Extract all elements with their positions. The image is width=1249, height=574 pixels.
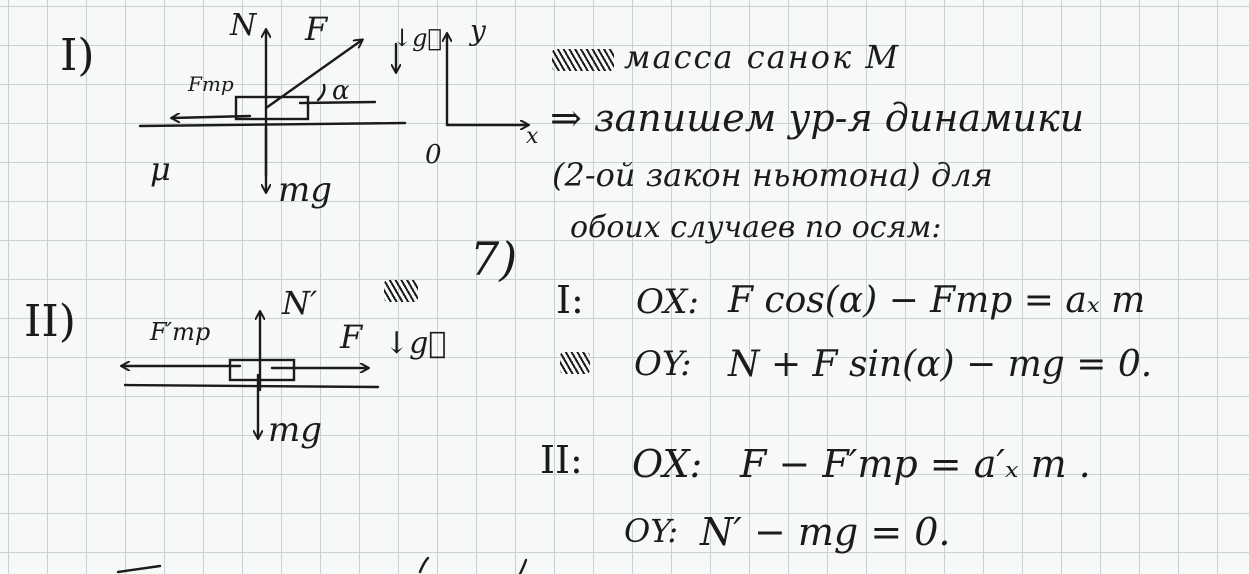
eq-case2-ox: F − F′тр = a′ₓ m . <box>740 442 1091 486</box>
angle-baseline <box>298 100 377 105</box>
applied-force-arrow-1 <box>264 40 362 110</box>
eq-case1-oy: N + F sin(α) − mg = 0. <box>728 344 1153 385</box>
eq-case2-oy: N′ − mg = 0. <box>700 510 951 554</box>
applied-force-label-1: F <box>305 10 328 48</box>
normal-force-label-1: N <box>230 8 257 43</box>
angle-mark <box>316 83 326 102</box>
friction-label-2: F′тр <box>150 318 211 346</box>
partial-strokes <box>116 556 528 574</box>
friction-arrow-1 <box>172 116 252 118</box>
y-axis-label: y <box>470 14 486 47</box>
sled-box-2 <box>228 358 296 382</box>
note-line-1: масса санок M <box>552 38 900 76</box>
normal-force-label-2: N′ <box>282 284 318 322</box>
note-line-4: обоих случаев по осям: <box>570 210 942 245</box>
weight-label-2: mg <box>268 410 323 450</box>
note-line-2: ⇒ запишем ур-я динамики <box>550 96 1085 140</box>
note-line-1-text: масса санок M <box>624 38 901 76</box>
ground-line-1 <box>138 121 407 128</box>
angle-label: α <box>332 76 350 106</box>
x-axis-label: x <box>526 124 539 149</box>
case1-label: I) <box>60 30 95 81</box>
origin-label: 0 <box>425 140 442 170</box>
side-mark: 7) <box>470 232 518 286</box>
eq-case1-oy-axis: OY: <box>634 344 692 384</box>
eq-case2-ox-axis: OX: <box>632 442 703 486</box>
eq-case2-oy-axis: OY: <box>624 512 679 550</box>
eq-case2-label: II: <box>540 438 583 482</box>
crossed-out-mark <box>560 352 590 374</box>
note-line-3: (2-ой закон ньютона) для <box>552 156 993 194</box>
friction-coefficient-label: μ <box>150 150 171 188</box>
weight-label-1: mg <box>278 170 333 210</box>
gravity-label-2: ↓g⃗ <box>384 326 447 361</box>
eq-case1-ox: F cos(α) − Fтр = aₓ m <box>728 280 1146 321</box>
eq-case1-ox-axis: OX: <box>636 282 699 322</box>
eq-case1-label: I: <box>556 278 584 322</box>
crossed-out-word <box>552 48 614 71</box>
sled-box-1 <box>234 95 310 121</box>
ground-line-2 <box>123 383 380 389</box>
friction-label-1: Fтр <box>188 72 234 96</box>
case2-label: II) <box>24 296 76 347</box>
gravity-label-1: ↓g⃗ <box>392 24 442 52</box>
applied-force-label-2: F <box>340 318 363 356</box>
crossed-out-scribble <box>384 280 418 302</box>
